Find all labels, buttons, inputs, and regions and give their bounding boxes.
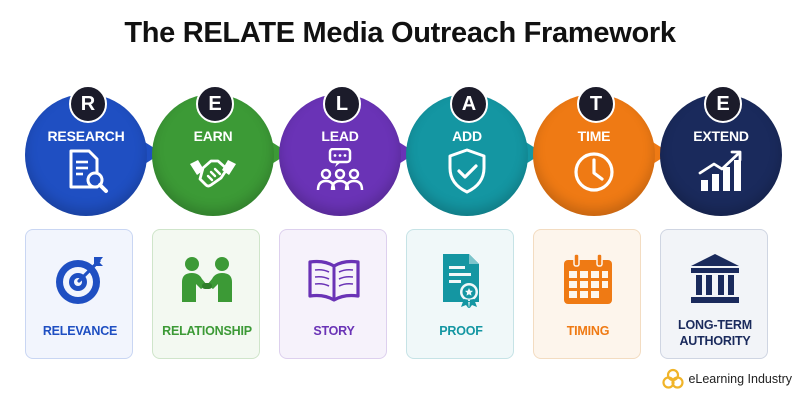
growth-chart-icon (698, 150, 742, 191)
document-search-icon (69, 149, 108, 193)
card-timing: TIMING (533, 229, 641, 359)
step-letter: E (704, 85, 742, 123)
open-book-icon (308, 259, 360, 302)
step-word: EXTEND (693, 128, 749, 144)
card-label: RELEVANCE (42, 324, 118, 338)
step-word: TIME (577, 128, 611, 144)
step-word: RESEARCH (47, 128, 125, 144)
target-icon (56, 257, 103, 304)
step-letter: A (450, 85, 488, 123)
people-handshake-icon (182, 257, 232, 302)
card-label-line-1: LONG-TERM (678, 318, 752, 332)
step-research: R RESEARCH (25, 85, 147, 216)
step-add: A ADD (406, 85, 528, 216)
page-title: The RELATE Media Outreach Framework (124, 17, 676, 49)
card-relationship: RELATIONSHIP (152, 229, 260, 359)
step-word: ADD (452, 128, 482, 144)
brand: eLearning Industry (662, 368, 792, 390)
card-long-term-authority: LONG-TERM AUTHORITY (660, 229, 768, 359)
step-lead: L LEAD (279, 85, 401, 216)
card-label: TIMING (566, 324, 610, 338)
card-label-line-2: AUTHORITY (679, 334, 751, 348)
card-label: RELATIONSHIP (162, 324, 252, 338)
shield-check-icon (448, 148, 486, 194)
step-letter: L (323, 85, 361, 123)
brand-name: eLearning Industry (688, 372, 792, 386)
card-label: STORY (313, 324, 355, 338)
speech-group-icon (316, 148, 364, 191)
step-letter: E (196, 85, 234, 123)
step-letter: T (577, 85, 615, 123)
step-extend: E EXTEND (660, 85, 782, 216)
step-word: LEAD (321, 128, 359, 144)
institution-icon (691, 254, 739, 303)
certificate-icon (443, 254, 479, 308)
step-word: EARN (193, 128, 233, 144)
step-time: T TIME (533, 85, 655, 216)
card-relevance: RELEVANCE (25, 229, 133, 359)
handshake-icon (190, 159, 236, 188)
card-proof: PROOF (406, 229, 514, 359)
step-earn: E EARN (152, 85, 274, 216)
clock-icon (574, 152, 614, 192)
calendar-icon (564, 253, 612, 304)
step-letter: R (69, 85, 107, 123)
brand-logo-icon (662, 368, 685, 389)
card-story: STORY (279, 229, 387, 359)
card-label: PROOF (439, 324, 483, 338)
